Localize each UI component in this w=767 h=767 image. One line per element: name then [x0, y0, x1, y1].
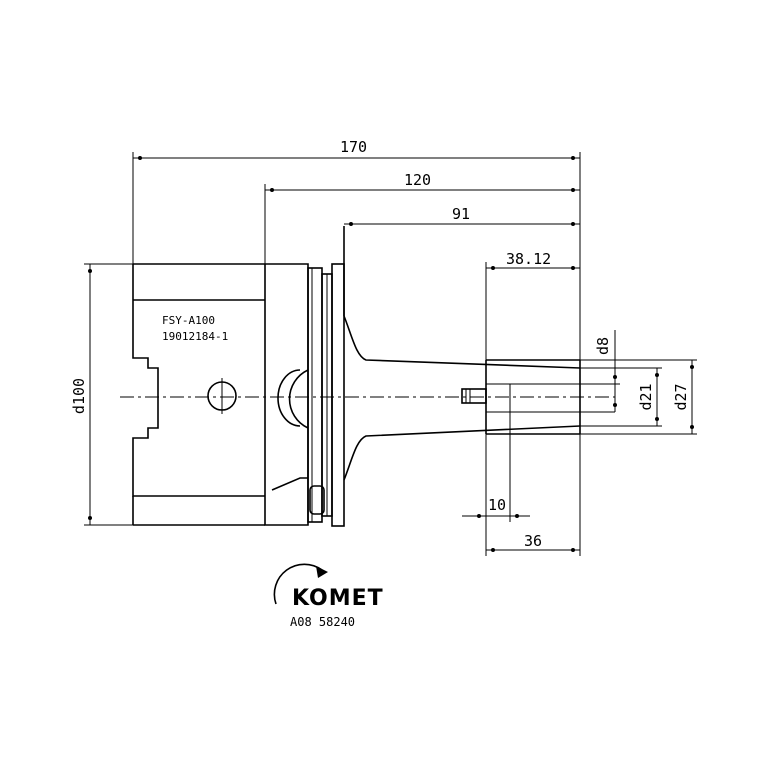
- dim-120: 120: [404, 171, 431, 189]
- tool-holder-body: [132, 226, 615, 527]
- dim-d27: d27: [672, 383, 690, 410]
- komet-logo: KOMET: [273, 563, 384, 611]
- dim-91: 91: [452, 205, 470, 223]
- dim-38-12: 38.12: [506, 250, 551, 268]
- logo-brand: KOMET: [292, 586, 384, 611]
- part-label-line1: FSY-A100: [162, 314, 215, 327]
- part-label-line2: 19012184-1: [162, 330, 228, 343]
- dim-36: 36: [524, 532, 542, 550]
- dim-170: 170: [340, 138, 367, 156]
- dimension-lines: [84, 152, 697, 556]
- dim-d21: d21: [637, 383, 655, 410]
- dim-10: 10: [488, 496, 506, 514]
- dim-d100: d100: [70, 378, 88, 414]
- logo-code: A08 58240: [290, 615, 355, 629]
- dim-d8: d8: [594, 337, 612, 355]
